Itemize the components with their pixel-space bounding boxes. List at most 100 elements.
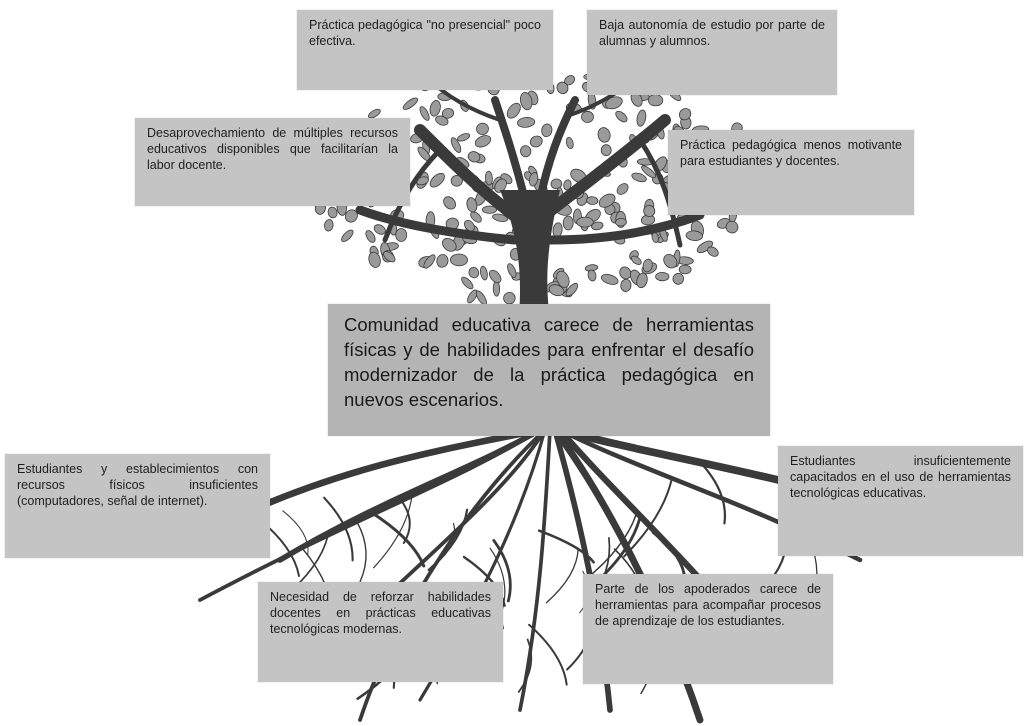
cause-text: Estudiantes y establecimientos con recur…: [17, 462, 258, 508]
effect-text: Práctica pedagógica "no presencial" poco…: [309, 18, 541, 48]
root-branch: [528, 623, 568, 686]
leaf-shape: [643, 204, 656, 218]
leaf-shape: [565, 282, 579, 297]
root-branch: [371, 512, 426, 568]
leaf-shape: [619, 266, 632, 280]
leaf-shape: [615, 217, 627, 227]
leaf-shape: [647, 94, 664, 107]
cause-box-estudiantes-capacitados: Estudiantes insuficientemente capacitado…: [778, 446, 1023, 556]
leaf-shape: [436, 254, 449, 268]
root-branch: [373, 493, 413, 569]
leaf-shape: [429, 172, 445, 188]
effect-text: Baja autonomía de estudio por parte de a…: [599, 18, 825, 48]
cause-text: Estudiantes insuficientemente capacitado…: [790, 454, 1011, 500]
leaf-shape: [519, 92, 533, 111]
leaf-shape: [565, 137, 574, 149]
effect-box-desaprovechamiento: Desaprovechamiento de múltiples recursos…: [135, 118, 410, 206]
leaf-shape: [492, 213, 509, 222]
leaf-shape: [484, 170, 493, 186]
leaf-shape: [450, 253, 468, 267]
leaf-shape: [679, 108, 692, 121]
root-branch: [583, 513, 638, 582]
leaf-shape: [441, 107, 455, 119]
leaf-shape: [620, 278, 632, 292]
leaf-shape: [641, 165, 656, 179]
leaf-shape: [419, 106, 430, 121]
leaf-shape: [368, 108, 381, 119]
leaf-shape: [548, 284, 565, 297]
leaf-shape: [457, 133, 471, 142]
root-branch: [356, 520, 367, 583]
leaf-shape: [630, 255, 642, 265]
leaf-shape: [435, 115, 449, 126]
leaf-shape: [707, 246, 719, 257]
leaf-shape: [581, 110, 594, 123]
leaf-shape: [429, 100, 441, 117]
leaf-shape: [507, 263, 517, 278]
leaf-shape: [591, 221, 604, 231]
leaf-shape: [341, 229, 354, 242]
leaf-shape: [479, 265, 488, 281]
leaf-shape: [556, 81, 569, 95]
leaf-shape: [503, 292, 516, 305]
leaf-shape: [529, 135, 543, 148]
leaf-shape: [616, 183, 629, 195]
leaf-shape: [562, 215, 574, 231]
leaf-shape: [636, 272, 648, 289]
effect-text: Desaprovechamiento de múltiples recursos…: [147, 126, 398, 172]
leaf-shape: [416, 176, 429, 186]
leaf-shape: [672, 272, 685, 285]
leaf-shape: [678, 264, 692, 275]
leaf-shape: [443, 196, 456, 210]
effect-text: Práctica pedagógica menos motivante para…: [680, 138, 902, 168]
root-branch: [323, 496, 354, 562]
leaf-shape: [324, 219, 334, 232]
leaf-shape: [442, 237, 457, 252]
root-strand: [518, 428, 552, 712]
leaf-shape: [402, 97, 419, 110]
root-branch: [462, 555, 506, 607]
root-branch: [623, 477, 673, 558]
leaf-shape: [373, 224, 386, 235]
leaf-shape: [550, 178, 563, 190]
leaf-shape: [461, 276, 474, 290]
root-branch: [517, 638, 533, 693]
leaf-shape: [636, 109, 647, 127]
leaf-shape: [467, 289, 478, 304]
root-branch: [545, 547, 579, 604]
leaf-shape: [468, 266, 480, 279]
leaf-shape: [327, 206, 338, 219]
leaf-shape: [642, 258, 653, 273]
leaf-shape: [383, 251, 396, 263]
central-problem-box: Comunidad educativa carece de herramient…: [328, 304, 770, 436]
root-branch: [282, 510, 309, 555]
root-strand: [198, 428, 542, 602]
leaf-shape: [466, 197, 478, 213]
leaf-shape: [476, 122, 489, 136]
leaf-shape: [685, 230, 703, 241]
cause-text: Parte de los apoderados carece de herram…: [595, 582, 821, 628]
leaf-shape: [520, 145, 532, 158]
leaf-shape: [541, 123, 553, 138]
cause-box-habilidades-docentes: Necesidad de reforzar habilidades docent…: [258, 582, 503, 682]
leaf-shape: [470, 211, 482, 223]
leaf-shape: [368, 251, 381, 268]
leaf-shape: [725, 220, 739, 234]
leaf-shape: [492, 280, 501, 297]
leaf-shape: [615, 110, 628, 123]
leaf-shape: [489, 269, 502, 284]
leaf-shape: [528, 172, 539, 187]
leaf-shape: [464, 219, 475, 232]
leaf-shape: [423, 254, 436, 269]
leaf-shape: [631, 172, 647, 183]
leaf-shape: [556, 270, 570, 288]
leaf-shape: [474, 135, 492, 148]
effect-box-menos-motivante: Práctica pedagógica menos motivante para…: [668, 130, 914, 215]
leaf-shape: [365, 230, 376, 243]
leaf-shape: [600, 144, 612, 157]
root-branch: [537, 529, 595, 564]
leaf-shape: [586, 196, 599, 205]
cause-box-recursos-fisicos: Estudiantes y establecimientos con recur…: [5, 454, 270, 558]
leaf-shape: [395, 228, 408, 242]
leaf-shape: [655, 271, 670, 282]
